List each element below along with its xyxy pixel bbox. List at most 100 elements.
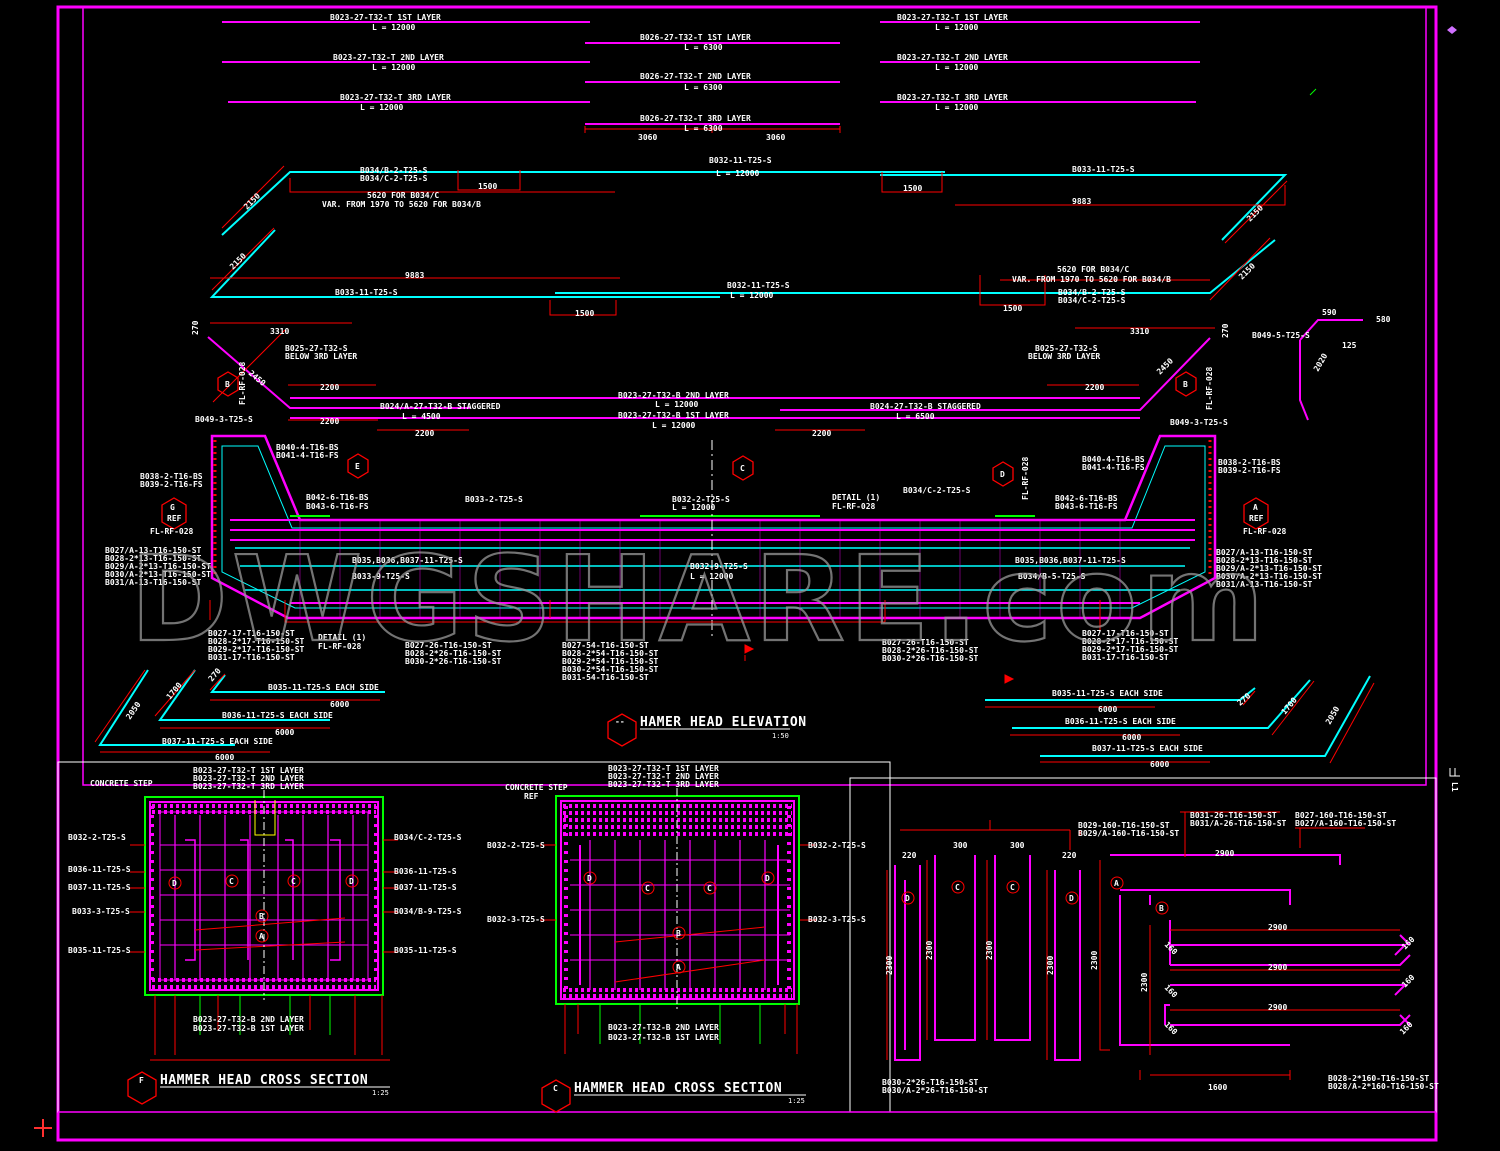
ref-drawing: FL-RF-028 — [1243, 527, 1287, 536]
dim-text: 580 — [1376, 315, 1391, 324]
dim-text: 220 — [1062, 851, 1077, 860]
top-bar-schedule: B023-27-T32-T 1ST LAYER L = 12000 B023-2… — [222, 13, 1200, 142]
bar-label: B036-11-T25-S — [68, 865, 131, 874]
bar-label: B049-5-T25-S — [1252, 331, 1310, 340]
bar-label: B033-3-T25-S — [72, 907, 130, 916]
dim-text: 2200 — [1085, 383, 1104, 392]
bar-label: B029-2*54-T16-150-ST — [562, 657, 659, 666]
bar-label: B031/A-13-T16-150-ST — [1216, 580, 1313, 589]
ref-drawing: FL-RF-028 — [832, 502, 876, 511]
section-f-title: HAMMER HEAD CROSS SECTION — [160, 1073, 368, 1088]
bar-label: B023-27-T32-T 3RD LAYER — [340, 93, 451, 102]
marker-ref: REF — [1249, 514, 1264, 523]
bar-label: B034/C-2-T25-S — [394, 833, 462, 842]
dim-text: 6000 — [1098, 705, 1117, 714]
section-f-scale: 1:25 — [372, 1089, 389, 1097]
elevation-title: HAMER HEAD ELEVATION — [640, 715, 807, 730]
bar-label: B029/A-2*13-T16-150-ST — [1216, 564, 1322, 573]
bar-label: B025-27-T32-S — [285, 344, 348, 353]
bar-label: B033-11-T25-S — [335, 288, 398, 297]
marker-label: G — [170, 503, 175, 512]
marker-label: D — [172, 879, 177, 888]
marker-label: D — [349, 877, 354, 886]
dim-text: 2200 — [320, 417, 339, 426]
dim-text: 160 — [1163, 940, 1180, 957]
dim-text: 3060 — [766, 133, 785, 142]
bar-label: B023-27-T32-B 2ND LAYER — [608, 1023, 719, 1032]
bar-length: L = 12000 — [935, 63, 979, 72]
bar-label: B028-2*160-T16-150-ST — [1328, 1074, 1429, 1083]
bar-label: B027/A-13-T16-150-ST — [1216, 548, 1313, 557]
concrete-step-label: CONCRETE STEP — [90, 779, 153, 788]
hammer-head-elevation: B E C D B G REF A REF FL-RF-028 FL-RF-02… — [105, 361, 1322, 747]
bar-label: B029-2*17-T16-150-ST — [1082, 645, 1179, 654]
marker-label: F — [139, 1076, 144, 1085]
note-text: BELOW 3RD LAYER — [285, 352, 357, 361]
dim-text: 160 — [1398, 1020, 1415, 1037]
bar-label: B035-11-T25-S EACH SIDE — [268, 683, 379, 692]
bar-label: B023-27-T32-T 1ST LAYER — [608, 764, 719, 773]
bar-label: B040-4-T16-BS — [1082, 455, 1145, 464]
dim-text: 2020 — [1312, 352, 1330, 373]
bar-label: B030/A-2*26-T16-150-ST — [882, 1086, 988, 1095]
marker-label: A — [1114, 879, 1119, 888]
bar-label: B032-3-T25-S — [487, 915, 545, 924]
dim-text: 2150 — [1237, 261, 1257, 281]
bar-label: B023-27-T32-B 2ND LAYER — [618, 391, 729, 400]
bar-label: B023-27-T32-B 1ST LAYER — [193, 1024, 304, 1033]
marker-label: D — [1000, 470, 1005, 479]
bar-length: L = 6300 — [684, 124, 723, 133]
bar-label: B024/A-27-T32-B STAGGERED — [380, 402, 501, 411]
marker-label: C — [291, 877, 296, 886]
bar-label: B033-2-T25-S — [465, 495, 523, 504]
cross-section-f: D C C D B A CONCRETE STEP B023-27-T32-T … — [68, 766, 462, 1105]
bar-label: B031/A-26-T16-150-ST — [1190, 819, 1287, 828]
bar-label: B024-27-T32-B STAGGERED — [870, 402, 981, 411]
bar-length: L = 12000 — [935, 103, 979, 112]
bar-label: B028-2*13-T16-150-ST — [1216, 556, 1313, 565]
bar-label: B023-27-T32-T 2ND LAYER — [333, 53, 444, 62]
marker-label: E — [355, 462, 360, 471]
dim-text: 270 — [1236, 691, 1253, 707]
bar-label: B031/A-13-T16-150-ST — [105, 578, 202, 587]
bar-label: B042-6-T16-BS — [1055, 494, 1118, 503]
bar-length: L = 12000 — [690, 572, 734, 581]
dim-text: 2300 — [885, 956, 894, 975]
bar-label: B027-17-T16-150-ST — [1082, 629, 1169, 638]
bar-label: B032-11-T25-S — [709, 156, 772, 165]
bar-label: B039-2-T16-FS — [1218, 466, 1281, 475]
bar-label: B035-11-T25-S EACH SIDE — [1052, 689, 1163, 698]
dim-text: 160 — [1400, 973, 1417, 990]
bar-label: B041-4-T16-FS — [1082, 463, 1145, 472]
dim-text: 270 — [191, 320, 200, 335]
marker-label: C — [1010, 883, 1015, 892]
bar-label: B038-2-T16-BS — [1218, 458, 1281, 467]
bar-label: B023-27-T32-T 2ND LAYER — [193, 774, 304, 783]
bar-label: B027-17-T16-150-ST — [208, 629, 295, 638]
bar-label: B034/C-2-T25-S — [1058, 296, 1126, 305]
bar-label: B029-160-T16-150-ST — [1078, 821, 1170, 830]
bar-length: L = 12000 — [360, 103, 404, 112]
dim-text: 300 — [1010, 841, 1025, 850]
dim-text: 590 — [1322, 308, 1337, 317]
dim-text: 2900 — [1215, 849, 1234, 858]
ref-label: REF — [524, 792, 539, 801]
bar-label: B030-2*26-T16-150-ST — [882, 654, 979, 663]
bar-label: B027-26-T16-150-ST — [405, 641, 492, 650]
bar-label: B043-6-T16-FS — [306, 502, 369, 511]
bar-label: B030-2*26-T16-150-ST — [405, 657, 502, 666]
dim-text: 1600 — [1208, 1083, 1227, 1092]
bar-label: B034/C-2-T25-S — [903, 486, 971, 495]
bar-length: L = 12000 — [655, 400, 699, 409]
detail-label: DETAIL (1) — [832, 493, 880, 502]
dim-text: 2900 — [1268, 1003, 1287, 1012]
dim-text: 2050 — [1324, 705, 1342, 726]
bar-label: B032-3-T25-S — [808, 915, 866, 924]
bar-label: B032-2-T25-S — [68, 833, 126, 842]
bar-length: L = 12000 — [652, 421, 696, 430]
bar-label: B034/B-2-T25-S — [1058, 288, 1126, 297]
dim-text: 2900 — [1268, 923, 1287, 932]
dim-text: 6000 — [330, 700, 349, 709]
bar-label: B028-2*26-T16-150-ST — [882, 646, 979, 655]
marker-label: D — [765, 874, 770, 883]
